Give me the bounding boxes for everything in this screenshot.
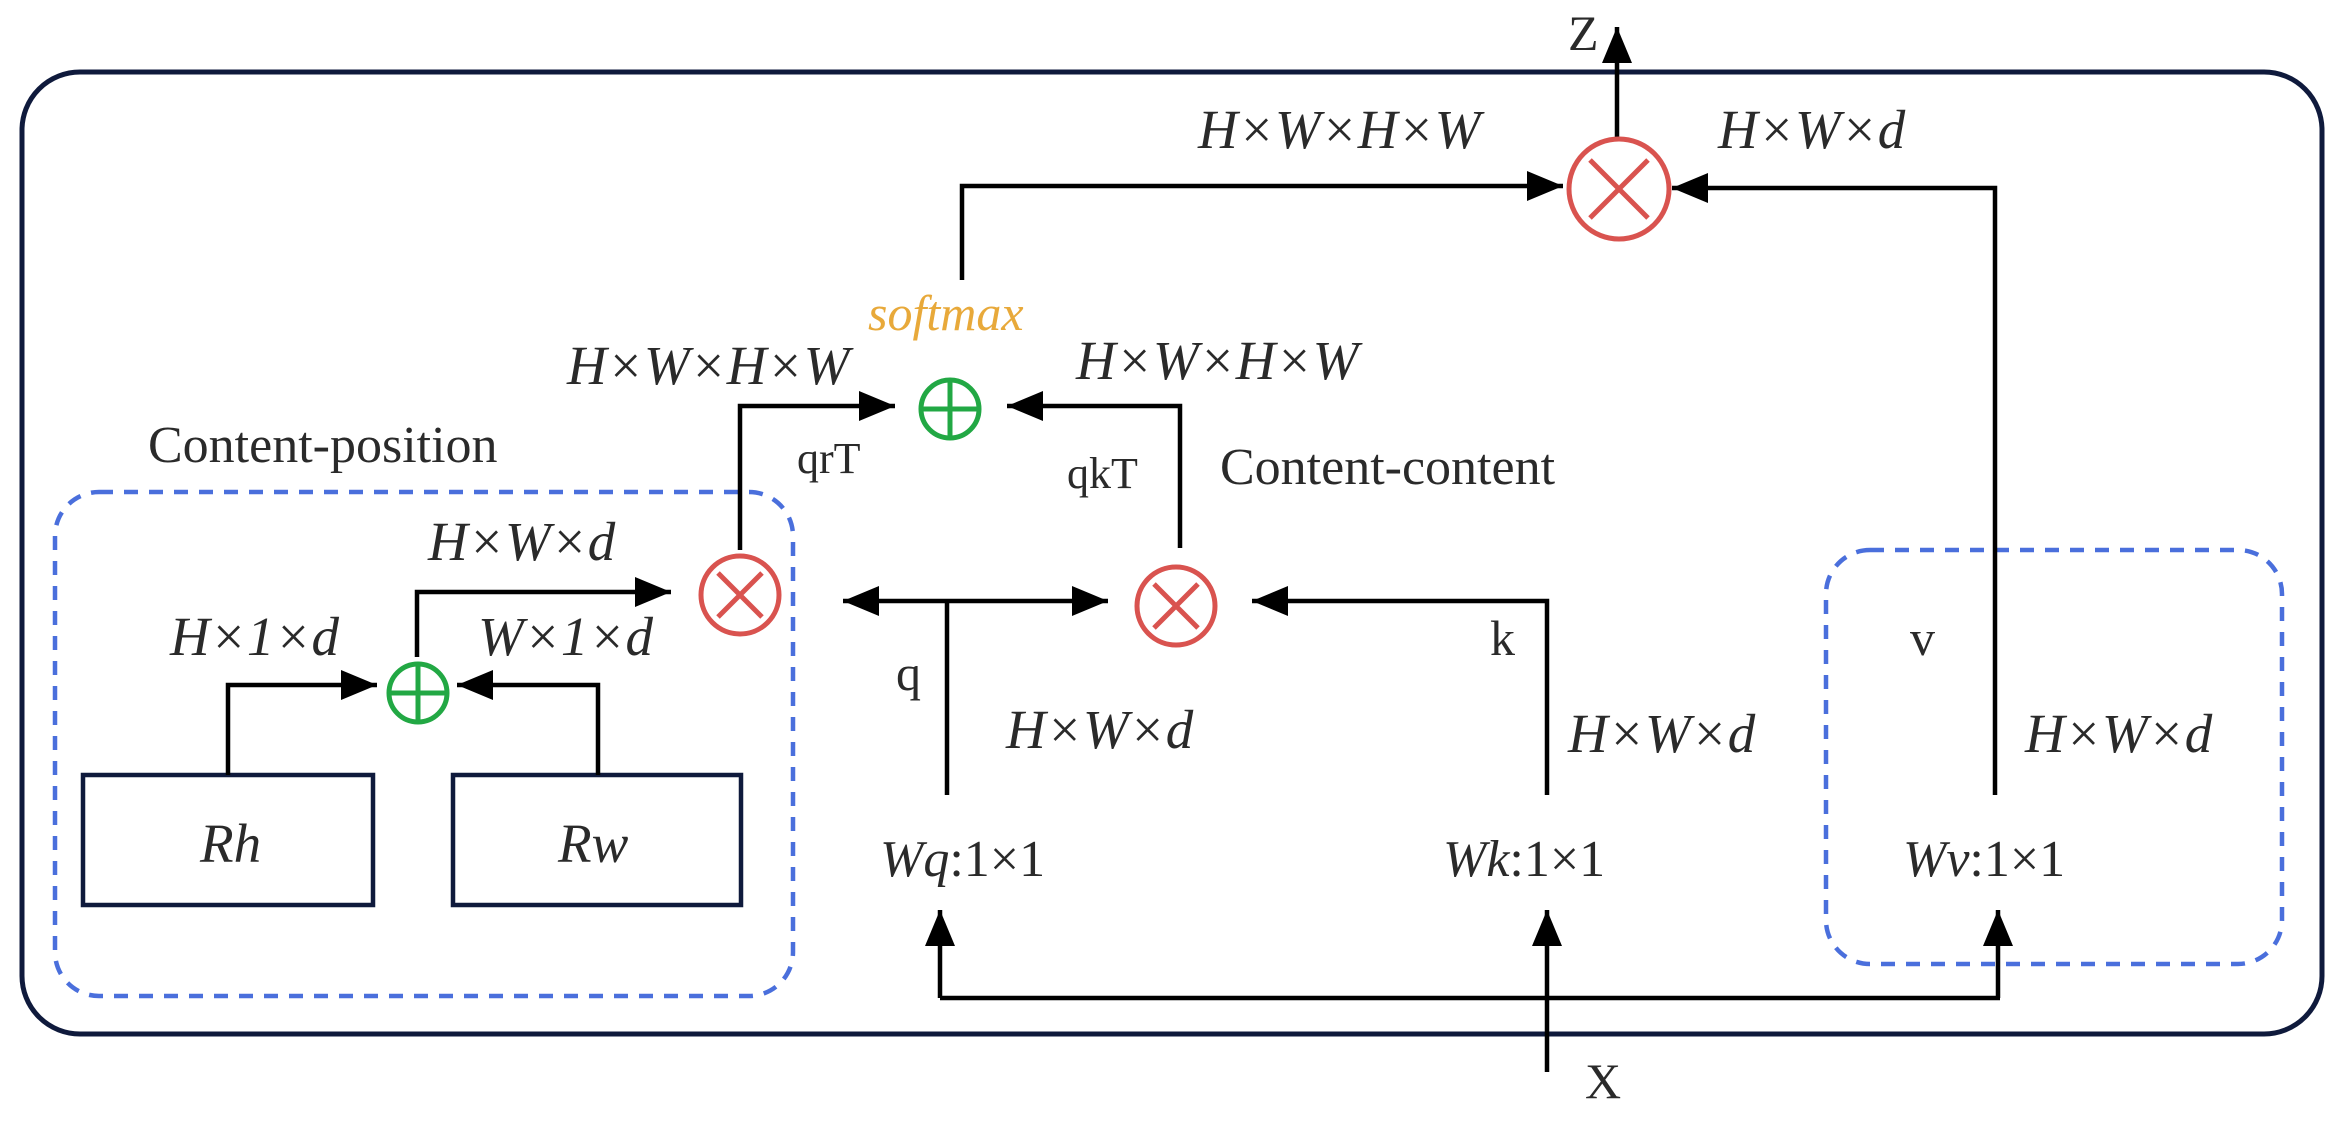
v-label: v — [1910, 610, 1935, 666]
x-label: X — [1585, 1053, 1621, 1109]
logits-add-op — [918, 377, 982, 441]
dim-k-hwd: H×W×d — [1567, 703, 1756, 764]
dim-w1d: W×1×d — [478, 606, 654, 667]
wires — [225, 27, 2013, 1072]
outer-frame — [19, 69, 2325, 1037]
output-multiply-op — [1566, 136, 1672, 242]
value-branch-box — [1823, 547, 2285, 967]
content-multiply-op — [1134, 564, 1218, 648]
dim-mid-left: H×W×H×W — [566, 335, 854, 396]
rh-label: Rh — [199, 813, 261, 874]
dim-mid-right: H×W×H×W — [1075, 330, 1363, 391]
k-label: k — [1490, 610, 1515, 666]
dim-h1d: H×1×d — [169, 606, 339, 667]
qrt-wire — [737, 391, 895, 550]
rw-wire — [457, 670, 601, 775]
position-add-op — [386, 661, 450, 725]
position-multiply-op — [698, 553, 782, 637]
wv-label: Wv:1×1 — [1903, 831, 2065, 888]
rh-box — [80, 772, 376, 908]
rw-label: Rw — [557, 813, 629, 874]
rh-wire — [225, 670, 377, 775]
qrt-label: qrT — [797, 434, 861, 483]
wq-label: Wq:1×1 — [880, 831, 1045, 888]
dim-pos-hwd: H×W×d — [427, 511, 616, 572]
wk-label: Wk:1×1 — [1443, 831, 1605, 888]
softmax-label: softmax — [868, 285, 1024, 341]
content-position-label: Content-position — [148, 417, 498, 474]
qkt-wire — [1007, 391, 1183, 548]
z-label: Z — [1568, 5, 1599, 61]
k-wire — [1252, 586, 1550, 795]
q-label: q — [896, 645, 921, 701]
position-sum-wire — [414, 577, 671, 657]
value-to-output-wire — [1672, 173, 1998, 795]
dim-v-hwd: H×W×d — [2024, 703, 2213, 764]
dim-q-hwd: H×W×d — [1005, 699, 1194, 760]
dim-top-left: H×W×H×W — [1197, 99, 1485, 160]
content-position-box — [52, 489, 796, 999]
rw-box — [450, 772, 744, 908]
attention-to-output-wire — [959, 171, 1563, 280]
content-content-label: Content-content — [1220, 439, 1556, 496]
dim-top-right: H×W×d — [1717, 99, 1906, 160]
qkt-label: qkT — [1067, 449, 1138, 498]
